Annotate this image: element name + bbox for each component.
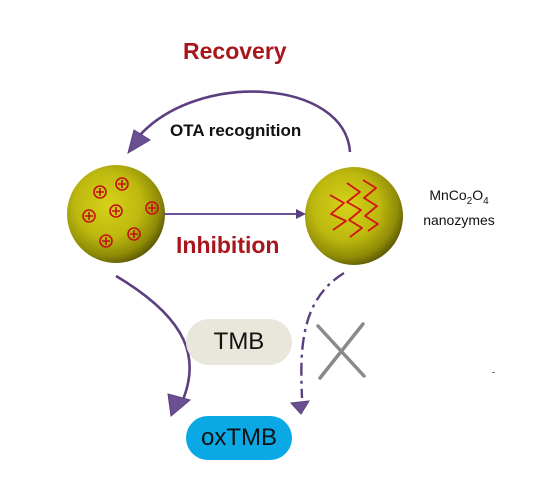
tmb-label: TMB xyxy=(213,328,265,355)
squiggle-chain-icon xyxy=(329,179,379,238)
catalysis-arrowhead xyxy=(167,393,192,417)
inhibition-arrowhead xyxy=(296,209,306,219)
inhibited-nanozyme-sphere xyxy=(67,165,165,263)
formula-base: MnCo xyxy=(429,187,467,203)
ota-recognition-label: OTA recognition xyxy=(170,121,302,140)
recovery-arrowhead xyxy=(127,129,151,155)
stray-mark xyxy=(492,372,495,373)
active-nanozyme-sphere xyxy=(305,167,403,265)
formula-sub-2: 4 xyxy=(483,195,489,207)
oxtmb-product: oxTMB xyxy=(186,416,292,460)
recovery-arrow xyxy=(139,90,352,153)
formula-mid: O xyxy=(472,187,484,203)
plus-charge-icon xyxy=(82,177,159,248)
recovery-label: Recovery xyxy=(183,38,287,64)
nanozymes-word: nanozymes xyxy=(423,211,495,228)
catalysis-arrow xyxy=(115,274,192,403)
formula-sub-1: 2 xyxy=(466,195,473,207)
inhibition-label: Inhibition xyxy=(176,232,280,258)
blocked-catalysis-arrow xyxy=(300,271,345,399)
oxtmb-label: oxTMB xyxy=(200,424,277,451)
blocked-catalysis-arrowhead xyxy=(289,400,310,415)
tmb-substrate: TMB xyxy=(186,319,292,365)
nanozymes-label: MnCo2O4 nanozymes xyxy=(409,186,509,230)
cross-icon xyxy=(316,322,366,380)
